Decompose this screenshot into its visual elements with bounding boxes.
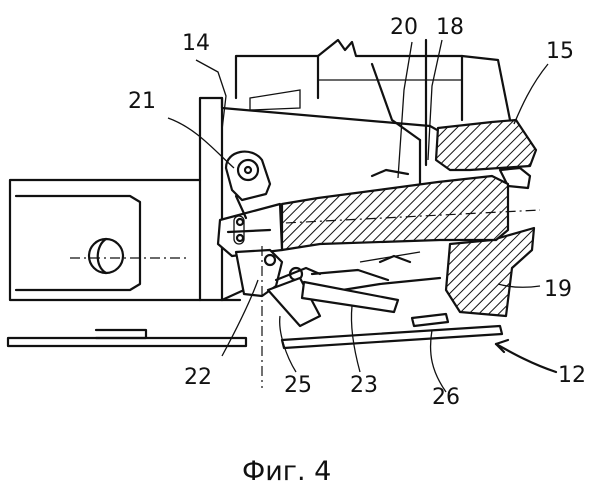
label-20: 20 (390, 15, 418, 40)
figure-caption: Фиг. 4 (242, 456, 331, 487)
pad-right (412, 314, 448, 326)
label-14: 14 (182, 31, 210, 56)
lower-jaw-19 (446, 228, 534, 316)
label-26: 26 (432, 385, 460, 410)
base-rail-left (8, 338, 246, 346)
upper-jaw-15 (436, 120, 536, 170)
label-15: 15 (546, 39, 574, 64)
label-18: 18 (436, 15, 464, 40)
pad-left (96, 330, 146, 338)
label-19: 19 (544, 277, 572, 302)
left-plate (200, 98, 240, 300)
base-rail-right (282, 326, 502, 348)
label-25: 25 (284, 373, 312, 398)
label-22: 22 (184, 365, 212, 390)
link-23-upper (312, 270, 388, 280)
label-12: 12 (558, 363, 586, 388)
left-bracket (10, 180, 200, 300)
label-21: 21 (128, 89, 156, 114)
label-23: 23 (350, 373, 378, 398)
